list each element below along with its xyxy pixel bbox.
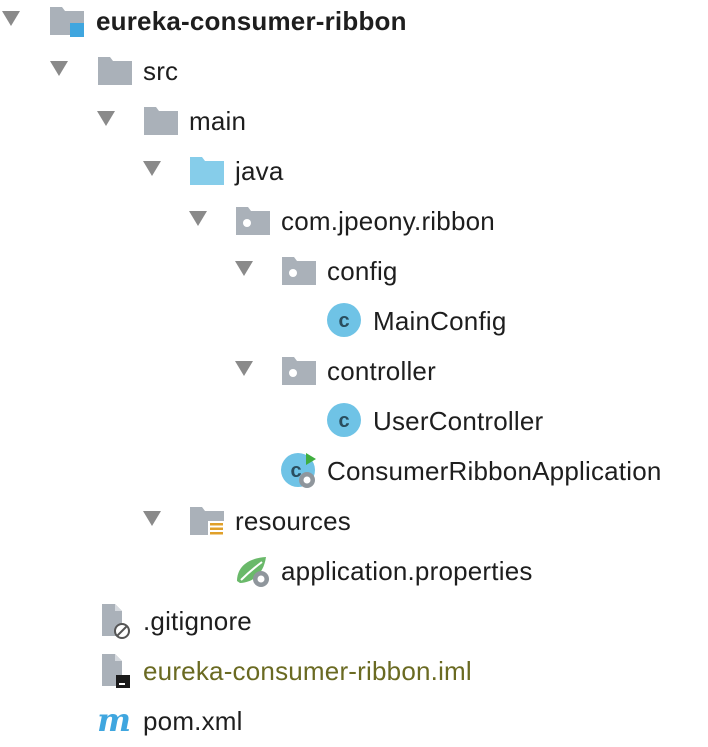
tree-item-label: src <box>143 56 179 86</box>
tree-item-label: controller <box>327 356 436 386</box>
tree-item-java[interactable]: java <box>0 147 708 197</box>
folder-icon <box>142 101 180 139</box>
tree-item-label: eureka-consumer-ribbon.iml <box>143 656 472 686</box>
maven-icon: m <box>96 701 134 739</box>
svg-text:m: m <box>97 701 131 739</box>
tree-item-label: MainConfig <box>373 306 507 336</box>
tree-item-resources[interactable]: resources <box>0 497 708 547</box>
tree-item-label: application.properties <box>281 556 533 586</box>
tree-item-pom[interactable]: m pom.xml <box>0 697 708 747</box>
tree-item-label: com.jpeony.ribbon <box>281 206 495 236</box>
svg-text:c: c <box>338 410 349 432</box>
svg-text:c: c <box>338 310 349 332</box>
tree-item-label: java <box>235 156 284 186</box>
tree-item-label: UserController <box>373 406 544 436</box>
tree-item-application-class[interactable]: c ConsumerRibbonApplication <box>0 447 708 497</box>
spring-properties-icon <box>234 551 272 589</box>
tree-item-label: ConsumerRibbonApplication <box>327 456 662 486</box>
ignored-file-icon <box>96 601 134 639</box>
tree-item-src[interactable]: src <box>0 47 708 97</box>
expand-arrow-icon[interactable] <box>143 511 161 526</box>
class-icon: c <box>326 301 364 339</box>
folder-icon <box>96 51 134 89</box>
tree-item-mainconfig[interactable]: c MainConfig <box>0 297 708 347</box>
tree-item-main[interactable]: main <box>0 97 708 147</box>
expand-arrow-icon[interactable] <box>143 161 161 176</box>
iml-file-icon <box>96 651 134 689</box>
source-folder-icon <box>188 151 226 189</box>
tree-item-label: pom.xml <box>143 706 243 736</box>
tree-item-label: eureka-consumer-ribbon <box>96 6 407 36</box>
package-icon <box>280 351 318 389</box>
resources-folder-icon <box>188 501 226 539</box>
class-icon: c <box>326 401 364 439</box>
package-icon <box>234 201 272 239</box>
tree-item-config[interactable]: config <box>0 247 708 297</box>
tree-item-label: config <box>327 256 398 286</box>
expand-arrow-icon[interactable] <box>235 361 253 376</box>
expand-arrow-icon[interactable] <box>50 61 68 76</box>
tree-item-application-properties[interactable]: application.properties <box>0 547 708 597</box>
package-icon <box>280 251 318 289</box>
module-folder-icon <box>48 1 86 39</box>
tree-item-label: main <box>189 106 247 136</box>
expand-arrow-icon[interactable] <box>97 111 115 126</box>
tree-item-label: .gitignore <box>143 606 252 636</box>
svg-text:c: c <box>290 460 301 482</box>
expand-arrow-icon[interactable] <box>2 11 20 26</box>
expand-arrow-icon[interactable] <box>189 211 207 226</box>
tree-item-usercontroller[interactable]: c UserController <box>0 397 708 447</box>
tree-item-iml[interactable]: eureka-consumer-ribbon.iml <box>0 647 708 697</box>
tree-item-package-root[interactable]: com.jpeony.ribbon <box>0 197 708 247</box>
tree-item-controller[interactable]: controller <box>0 347 708 397</box>
tree-item-module[interactable]: eureka-consumer-ribbon <box>0 0 708 47</box>
tree-item-gitignore[interactable]: .gitignore <box>0 597 708 647</box>
spring-boot-class-icon: c <box>280 451 318 489</box>
expand-arrow-icon[interactable] <box>235 261 253 276</box>
tree-item-label: resources <box>235 506 351 536</box>
